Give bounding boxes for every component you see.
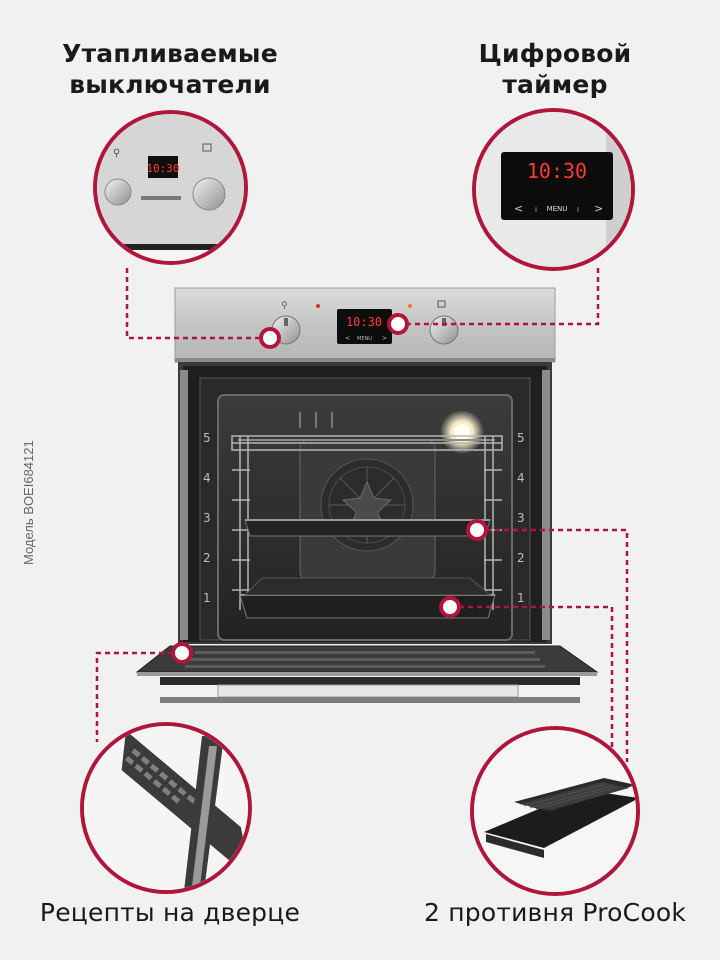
feature-label-switches: Утапливаемые выключатели: [62, 39, 278, 99]
oven-door: [135, 645, 599, 703]
svg-text:10:30: 10:30: [346, 315, 382, 329]
detail-door-recipes: [80, 722, 252, 894]
svg-text:MENU: MENU: [547, 205, 568, 213]
svg-text:4: 4: [517, 471, 525, 485]
callout-point-switches: [259, 327, 281, 349]
rack-levels-right: 5 4 3 2 1: [517, 431, 525, 605]
svg-text:<: <: [345, 335, 350, 342]
svg-text:⚲: ⚲: [113, 148, 120, 159]
timer-display: [501, 152, 613, 220]
callout-point-timer: [387, 313, 409, 335]
baking-tray-lower: [239, 577, 496, 619]
svg-text:3: 3: [203, 511, 211, 525]
svg-text:3: 3: [517, 511, 525, 525]
feature-label-recipes: Рецепты на дверце: [39, 898, 301, 927]
connector-lines: [95, 268, 629, 762]
svg-text:⚲: ⚲: [281, 301, 288, 311]
svg-text:>: >: [594, 202, 603, 215]
detail-switches: 10:30 ⚲: [93, 110, 248, 265]
svg-text:5: 5: [517, 431, 525, 445]
detail-trays: [470, 726, 640, 896]
svg-text:4: 4: [203, 471, 211, 485]
feature-label-timer: Цифровой таймер: [478, 39, 632, 99]
svg-text:10:30: 10:30: [527, 159, 587, 183]
baking-tray-upper: [244, 519, 491, 537]
callout-point-tray-upper: [466, 519, 488, 541]
svg-text:1: 1: [203, 591, 211, 605]
svg-text:1: 1: [517, 591, 525, 605]
detail-timer: 10:30 < MENU >: [472, 108, 635, 271]
svg-text:>: >: [382, 335, 387, 342]
svg-text:<: <: [514, 202, 523, 215]
control-panel: ⚲ 10:30 < MENU >: [174, 287, 556, 363]
oven-body: [178, 362, 552, 644]
rack-levels-left: 5 4 3 2 1: [203, 431, 211, 605]
svg-text:5: 5: [203, 431, 211, 445]
svg-text:MENU: MENU: [357, 336, 372, 342]
svg-text:2: 2: [517, 551, 525, 565]
callout-points: [171, 313, 488, 664]
right-knob[interactable]: [429, 315, 459, 345]
svg-text:10:30: 10:30: [146, 162, 179, 175]
callout-point-tray-lower: [439, 596, 461, 618]
svg-text:2: 2: [203, 551, 211, 565]
callout-point-door: [171, 642, 193, 664]
feature-label-trays: 2 противня ProCook: [423, 898, 687, 927]
